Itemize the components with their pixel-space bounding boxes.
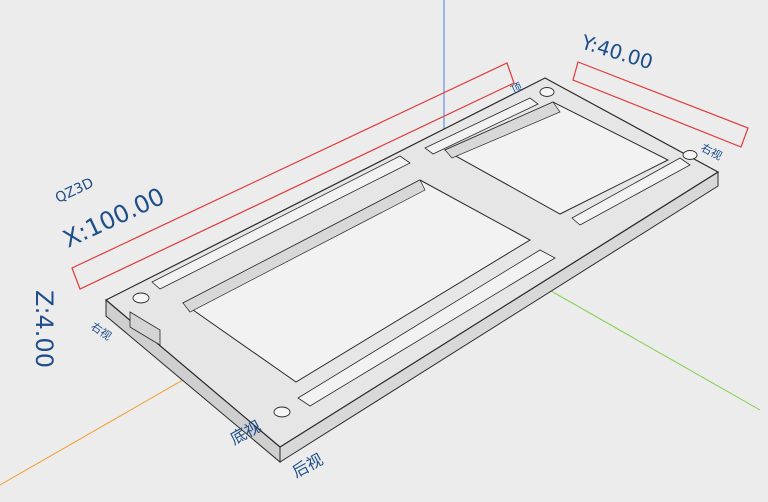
pocket-large-wall <box>182 179 426 313</box>
hole-back-left <box>539 87 555 97</box>
slot-4 <box>424 97 539 155</box>
hole-back-right <box>682 150 698 160</box>
view-label-top-short[interactable]: 顶 <box>509 80 524 96</box>
y-dimension-box <box>572 61 749 148</box>
slot-1 <box>151 155 411 290</box>
slot-2 <box>297 249 556 407</box>
hole-front-left <box>132 292 150 304</box>
notch-left <box>129 311 161 346</box>
part-model[interactable] <box>104 77 720 464</box>
pocket-small-wall <box>444 101 561 159</box>
hole-front-right <box>273 406 291 418</box>
dimension-boxes <box>71 61 749 290</box>
z-dimension-label: Z:4.00 <box>30 290 58 368</box>
x-dimension-box <box>71 62 515 290</box>
slot-3 <box>571 157 691 226</box>
